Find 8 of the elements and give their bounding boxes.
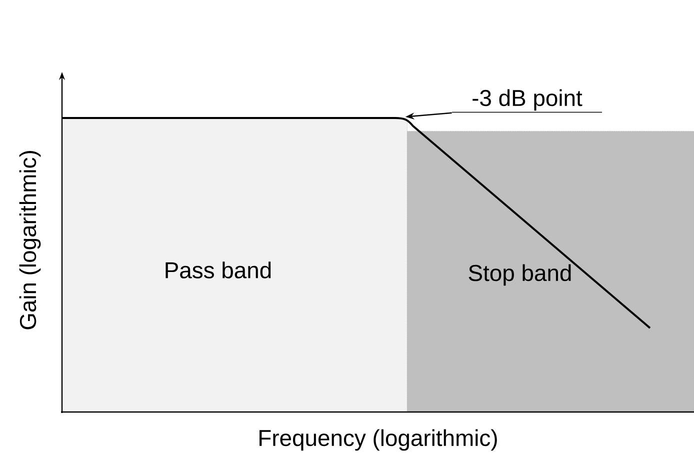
pass-band-region bbox=[62, 118, 408, 412]
stop-band-region bbox=[407, 131, 694, 412]
axis-label: Gain (logarithmic) bbox=[19, 151, 41, 330]
band-label: Pass band bbox=[166, 262, 271, 278]
axis-label: Frequency (logarithmic) bbox=[260, 429, 497, 451]
underlined-label: -3 dB point bbox=[452, 89, 602, 113]
response-curve bbox=[62, 117, 651, 329]
band-label: Stop band bbox=[468, 264, 571, 286]
